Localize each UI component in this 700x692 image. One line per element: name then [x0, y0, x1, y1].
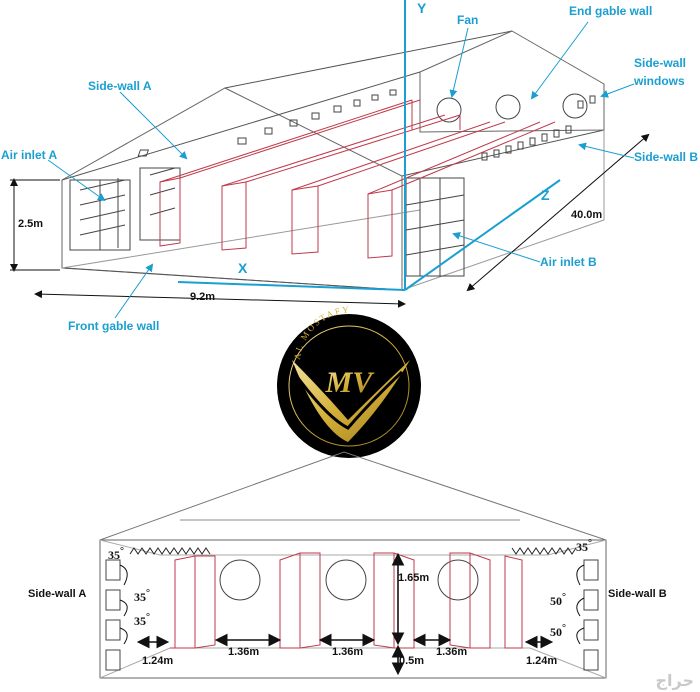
side-wall-b-callout: Side-wall B	[634, 150, 699, 164]
air-inlet-a	[69, 167, 181, 251]
watermark: حراج	[655, 671, 695, 690]
angle-a-mid: 35°	[134, 588, 150, 604]
section-fan-1	[219, 559, 261, 601]
gap-3-dimension: 1.36m	[436, 646, 468, 658]
angle-b-low: 50°	[550, 623, 566, 639]
gap-2-dimension: 1.36m	[332, 646, 364, 658]
left-gap-dimension: 1.24m	[142, 655, 174, 667]
length-dimension: 40.0m	[571, 209, 603, 221]
right-gap-dimension: 1.24m	[526, 655, 558, 667]
gap-1-dimension: 1.36m	[228, 646, 260, 658]
side-wall-windows-callout-2: windows	[634, 74, 685, 88]
section-view	[99, 451, 607, 679]
building-3d-view	[61, 30, 605, 291]
angle-b-top: 35°	[576, 538, 592, 554]
section-dimensions	[136, 552, 554, 676]
fan-1	[436, 97, 462, 123]
red-columns-3d	[159, 99, 556, 259]
section-side-wall-b-label: Side-wall B	[608, 588, 667, 600]
section-gable	[99, 451, 607, 541]
section-side-wall-a-label: Side-wall A	[28, 588, 87, 600]
x-axis-label: X	[238, 260, 248, 276]
side-wall-a-windows	[137, 89, 397, 157]
x-axis	[177, 281, 406, 291]
fan-3	[562, 93, 588, 119]
side-wall-a-callout: Side-wall A	[88, 79, 152, 93]
fan-2	[495, 94, 521, 120]
top-dimensions	[10, 133, 650, 308]
coordinate-axes	[177, 0, 561, 291]
width-dimension: 9.2m	[190, 291, 216, 303]
air-inlet-b-callout: Air inlet B	[540, 255, 597, 269]
air-inlet-a-callout: Air inlet A	[1, 148, 58, 162]
z-axis-label: Z	[541, 187, 550, 203]
end-gable-wall	[419, 30, 605, 133]
section-fan-2	[325, 559, 367, 601]
fan-callout: Fan	[457, 13, 479, 27]
section-outline	[99, 539, 607, 679]
front-gable-wall	[61, 87, 403, 291]
air-inlet-b	[405, 177, 465, 277]
brand-logo: MV AL MOSTAFY	[277, 304, 421, 458]
side-wall-b-soffit	[511, 547, 577, 555]
column-height-dimension: 1.65m	[398, 572, 430, 584]
y-axis-label: Y	[417, 0, 427, 16]
callout-leaders	[47, 21, 635, 319]
angle-b-mid: 50°	[550, 592, 566, 608]
height-dimension: 2.5m	[18, 218, 44, 230]
angle-a-low: 35°	[134, 612, 150, 628]
side-wall-windows-callout-1: Side-wall	[634, 56, 687, 70]
side-wall-b-vents	[576, 559, 599, 671]
floor-gap-dimension: 0.5m	[399, 655, 425, 667]
z-axis	[404, 179, 561, 291]
side-wall-b-windows	[481, 95, 596, 161]
side-wall-a-soffit	[129, 547, 211, 555]
front-gable-wall-callout: Front gable wall	[68, 319, 160, 333]
end-gable-wall-callout: End gable wall	[569, 4, 653, 18]
angle-a-top: 35°	[108, 546, 124, 562]
section-fan-3	[437, 559, 479, 601]
logo-monogram: MV	[325, 366, 376, 399]
side-wall-a-vents	[105, 559, 128, 671]
